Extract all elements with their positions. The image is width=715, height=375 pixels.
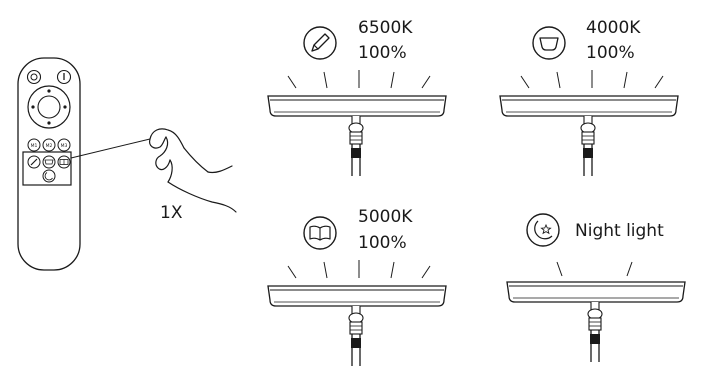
remote-mode-book-button[interactable] [57,155,71,169]
moon-star-icon [526,213,560,247]
mode-3-temperature: 5000K [358,207,413,227]
pressing-hand [149,128,237,213]
remote-mode-night-button[interactable] [42,169,56,183]
m3-button[interactable]: M3 [57,138,71,152]
mode-panel-5000k: 5000K 100% [267,207,447,367]
mode-2-temperature: 4000K [586,18,641,38]
m1-button[interactable]: M1 [27,138,41,152]
mode-panel-4000k: 4000K 100% [499,18,679,177]
lamp-4000k [499,95,679,177]
remote-power-left-button[interactable] [26,69,42,85]
mode-panel-night-light: Night light [506,213,686,363]
mode-1-temperature: 6500K [358,18,413,38]
lamp-6500k [267,95,447,177]
remote-power-right-button[interactable] [56,69,72,85]
lamp-5000k [267,285,447,367]
remote-control: M1 M2 M3 [17,57,151,271]
lamp-night-light [506,281,686,363]
m2-button[interactable]: M2 [42,138,56,152]
mode-1-brightness: 100% [358,43,407,63]
m3-button-label: M3 [61,143,68,149]
cup-icon [532,26,566,60]
remote-pointer-line [70,138,151,159]
mode-panel-6500k: 6500K 100% [267,18,447,177]
mode-buttons-highlight [22,151,72,186]
m2-button-label: M2 [46,143,53,149]
pencil-icon [303,26,337,60]
press-count-text: 1X [160,203,183,223]
m1-button-label: M1 [31,143,38,149]
mode-3-brightness: 100% [358,233,407,253]
remote-memory-buttons: M1 M2 M3 [27,138,71,152]
mode-4-label: Night light [575,221,664,241]
remote-mode-pencil-button[interactable] [27,155,41,169]
remote-dpad[interactable] [27,85,71,129]
book-icon [303,216,337,250]
mode-2-brightness: 100% [586,43,635,63]
remote-mode-cup-button[interactable] [42,155,56,169]
